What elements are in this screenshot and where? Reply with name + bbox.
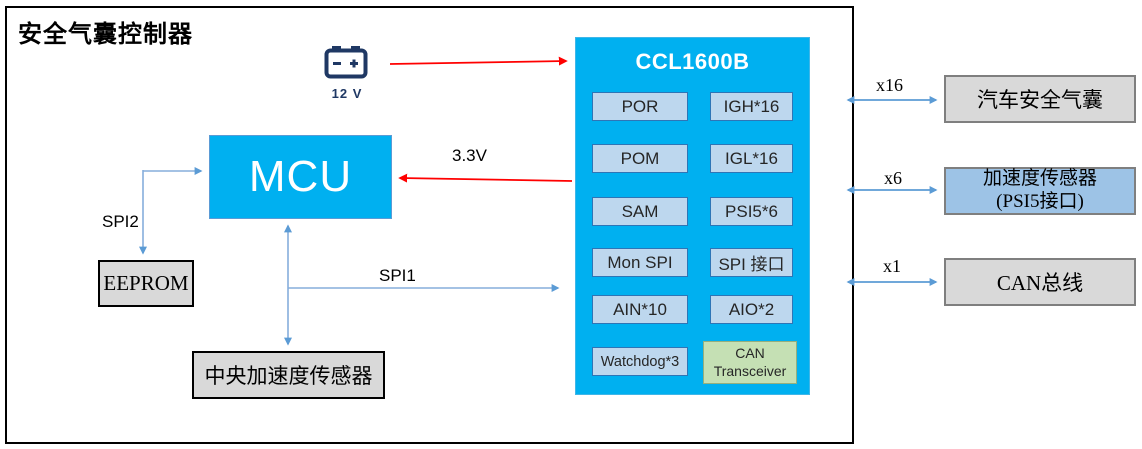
central-accel-sensor-label: 中央加速度传感器 — [204, 364, 373, 388]
ccl-block-psi5: PSI5*6 — [710, 197, 793, 226]
battery-icon — [324, 46, 368, 79]
battery-voltage-label: 12 V — [331, 86, 363, 101]
ccl1600b-title: CCL1600B — [635, 49, 750, 74]
ccl-block-can-transceiver: CAN Transceiver — [703, 341, 797, 384]
car-airbag-block: 汽车安全气囊 — [944, 75, 1136, 123]
mcu-block: MCU — [209, 135, 392, 219]
eeprom-label: EEPROM — [103, 271, 189, 295]
ccl-block-por: POR — [592, 92, 688, 121]
accel-sensor-psi5-label: 加速度传感器 (PSI5接口) — [982, 168, 1097, 212]
car-airbag-label: 汽车安全气囊 — [977, 88, 1103, 112]
ccl-block-pom: POM — [592, 144, 688, 173]
spi1-label: SPI1 — [379, 266, 416, 285]
ccl-block-sam: SAM — [592, 197, 688, 226]
count-x16-label: x16 — [876, 75, 903, 95]
ccl1600b-chip: CCL1600B POR IGH*16 POM IGL*16 SAM PSI5*… — [575, 37, 810, 395]
ccl-block-igh: IGH*16 — [710, 92, 793, 121]
ccl-block-igl: IGL*16 — [710, 144, 793, 173]
central-accel-sensor-block: 中央加速度传感器 — [192, 351, 385, 399]
diagram-title: 安全气囊控制器 — [18, 22, 193, 48]
ccl-block-aio: AIO*2 — [710, 295, 793, 324]
can-bus-label: CAN总线 — [996, 271, 1084, 295]
ccl-block-mon-spi: Mon SPI — [592, 248, 688, 277]
count-x6-label: x6 — [884, 168, 902, 188]
count-x1-label: x1 — [883, 256, 901, 276]
ccl-block-ain: AIN*10 — [592, 295, 688, 324]
battery: 12 V — [324, 45, 370, 101]
supply-3v3-label: 3.3V — [452, 146, 487, 165]
eeprom-block: EEPROM — [98, 260, 194, 307]
spi2-label: SPI2 — [102, 212, 139, 231]
mcu-label: MCU — [248, 152, 353, 201]
can-bus-block: CAN总线 — [944, 258, 1136, 306]
ccl-block-watchdog: Watchdog*3 — [592, 347, 688, 376]
accel-sensor-psi5-block: 加速度传感器 (PSI5接口) — [944, 167, 1136, 215]
ccl-block-spi-port: SPI 接口 — [710, 248, 793, 277]
